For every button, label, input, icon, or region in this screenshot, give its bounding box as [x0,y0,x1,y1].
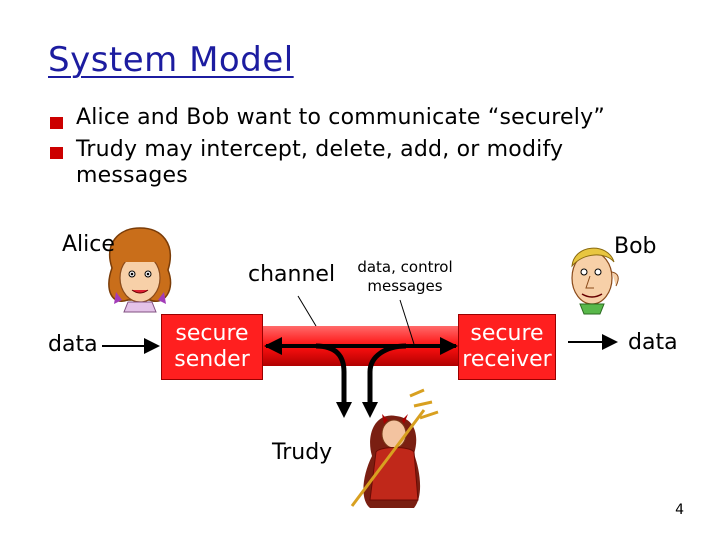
receiver-line-1: secure [470,321,543,347]
secure-receiver-box: secure receiver [458,314,556,380]
data-right-label: data [628,330,678,355]
receiver-line-2: receiver [462,347,551,373]
alice-label: Alice [62,232,115,257]
channel-note-line-2: messages [346,277,464,296]
bob-figure [572,248,618,314]
sender-line-2: sender [174,347,250,373]
secure-sender-box: secure sender [161,314,263,380]
sender-line-1: secure [175,321,248,347]
bob-label: Bob [614,234,657,259]
page-number: 4 [675,502,684,518]
channel-label: channel [248,262,335,287]
alice-figure [109,228,171,312]
data-left-label: data [48,332,98,357]
channel-note: data, control messages [346,258,464,296]
channel-note-line-1: data, control [346,258,464,277]
trudy-label: Trudy [272,440,332,465]
